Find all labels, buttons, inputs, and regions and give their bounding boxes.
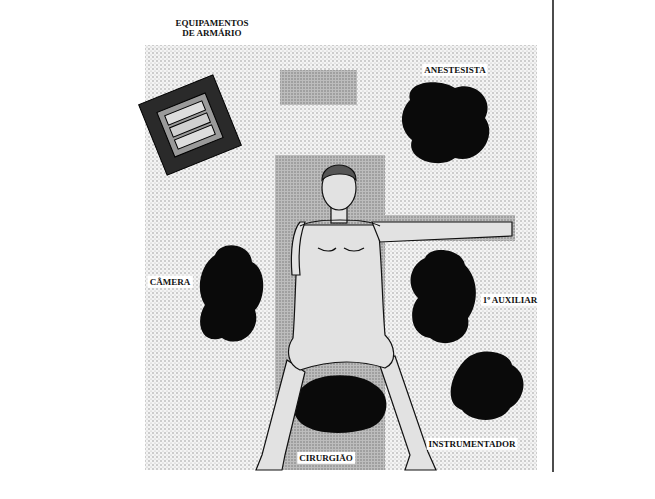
scrub-nurse-label: INSTRUMENTADOR bbox=[427, 438, 518, 450]
first-assistant-label: 1º AUXILIAR bbox=[481, 294, 540, 306]
camera-position bbox=[200, 245, 263, 341]
camera-label: CÂMERA bbox=[148, 276, 193, 288]
floor-area bbox=[145, 45, 537, 470]
anesthesia-cart bbox=[280, 70, 357, 105]
anesthetist-label: ANESTESISTA bbox=[422, 64, 487, 76]
patient-figure bbox=[256, 165, 512, 470]
surgeon-label: CIRURGIÃO bbox=[297, 452, 355, 464]
cabinet-equipment bbox=[139, 75, 242, 175]
border-line bbox=[552, 0, 554, 472]
cabinet-label: EQUIPAMENTOS DE ARMÁRIO bbox=[170, 17, 254, 40]
first-assistant-position bbox=[411, 250, 476, 343]
surgeon-position bbox=[293, 375, 386, 433]
anesthetist-position bbox=[402, 82, 489, 163]
scrub-nurse-position bbox=[451, 352, 524, 420]
